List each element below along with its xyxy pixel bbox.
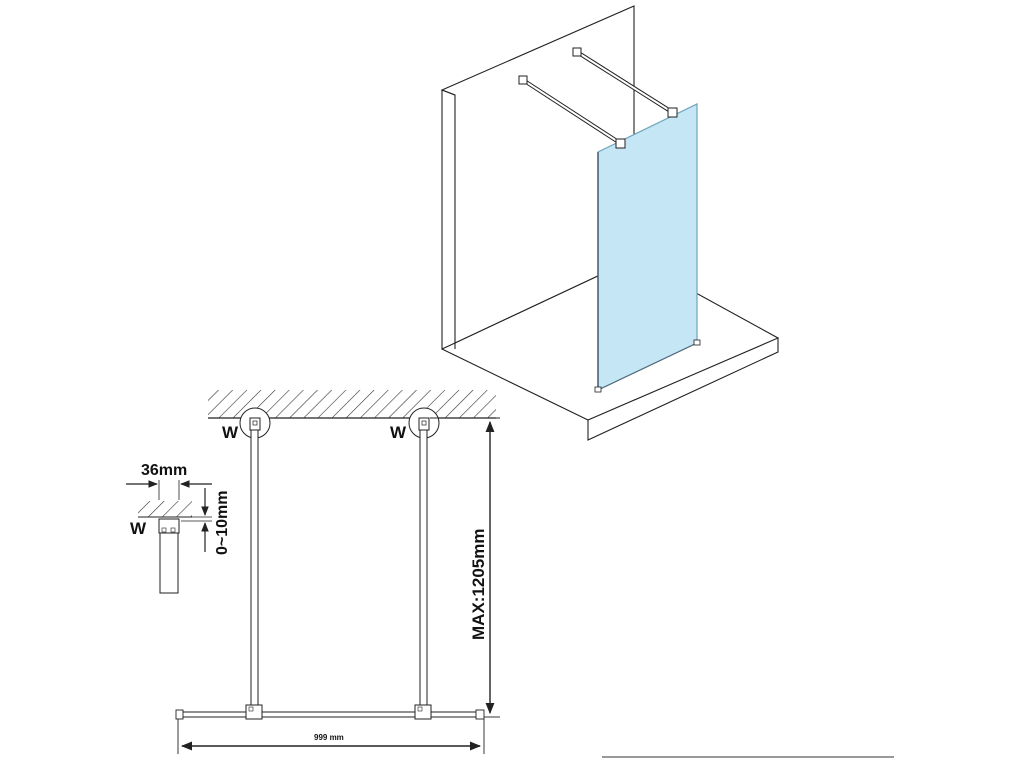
glass-panel-plan xyxy=(177,711,483,718)
detail-wall-hatch xyxy=(138,501,192,517)
detail-gap-label: 0~10mm xyxy=(214,491,231,556)
floor-bracket-back xyxy=(693,339,701,346)
wall-mark-right: W xyxy=(390,423,407,442)
detail-support-bar xyxy=(159,532,179,594)
bar-clamp-left xyxy=(245,704,263,720)
plan-view: W W MAX:1205mm 999 mm xyxy=(175,390,500,754)
tray-front-face xyxy=(587,338,779,441)
support-bar-front xyxy=(518,75,626,149)
bar-clamp-right xyxy=(414,704,432,720)
isometric-view xyxy=(440,5,780,441)
max-length-label: MAX:1205mm xyxy=(469,529,488,641)
floor-bracket-front xyxy=(594,386,602,393)
glass-bottom-edge xyxy=(597,342,698,391)
panel-end-clamp-right xyxy=(475,709,485,720)
support-bar-right xyxy=(419,429,428,706)
wall-front-edge xyxy=(441,89,456,350)
panel-width-label: 999 mm xyxy=(314,733,344,742)
detail-width-label: 36mm xyxy=(141,462,187,479)
panel-end-clamp-left xyxy=(175,709,184,720)
wall-mark-left: W xyxy=(222,423,239,442)
shower-tray xyxy=(441,258,780,421)
support-bar-back xyxy=(572,47,678,118)
detail-view: 36mm 0~10mm W xyxy=(126,462,231,594)
support-bar-left xyxy=(250,429,259,706)
glass-panel xyxy=(597,103,698,391)
detail-wall-mark: W xyxy=(130,519,147,538)
